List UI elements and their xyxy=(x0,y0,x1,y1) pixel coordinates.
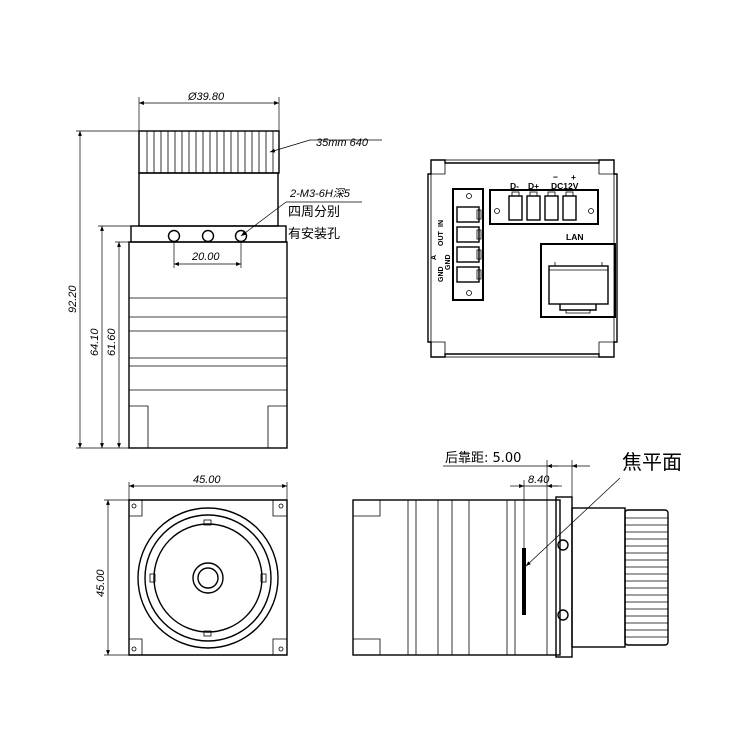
pin-io-a: A xyxy=(431,255,438,260)
pin-plus: + xyxy=(571,172,576,182)
body-foot xyxy=(129,405,287,448)
dim-hole-spacing: 20.00 xyxy=(191,251,220,263)
pin-dc12v: DC12V xyxy=(551,181,579,191)
pin-io-in: IN xyxy=(438,220,445,227)
front-mid-ring xyxy=(144,514,272,642)
back-view: D- D+ − + DC12V IN OUT GND A GND LAN xyxy=(427,159,618,358)
front-aperture-outer xyxy=(192,562,224,594)
dim-body-height-1: 64.10 xyxy=(89,328,101,356)
dim-front-height: 45.00 xyxy=(95,569,107,597)
camera-body xyxy=(128,241,288,449)
side-mount-plate xyxy=(555,496,573,658)
front-outer-ring xyxy=(137,507,279,649)
pin-d-minus: D- xyxy=(510,181,519,191)
mount-plate xyxy=(130,225,287,243)
focal-plane-marker xyxy=(522,548,526,615)
front-inner-ring xyxy=(153,523,263,633)
dim-lens-spec: 35mm 640 xyxy=(316,137,369,149)
dim-back-focus: 后靠距: 5.00 xyxy=(445,451,521,466)
dim-flange-offset: 8.40 xyxy=(528,474,550,486)
dim-front-width: 45.00 xyxy=(193,474,221,486)
lens-barrel xyxy=(138,172,279,227)
front-view: 45.00 45.00 xyxy=(95,474,288,656)
lens-knurl xyxy=(146,131,274,173)
focal-plane-label: 焦平面 xyxy=(622,450,682,474)
io-connector xyxy=(452,188,484,301)
mount-hole-left xyxy=(167,229,181,243)
pin-io-gnd-2: GND xyxy=(438,266,445,282)
pin-minus: − xyxy=(553,172,558,182)
lan-label: LAN xyxy=(566,232,583,242)
lens-ring xyxy=(138,130,280,174)
dim-total-height: 92.20 xyxy=(67,285,79,313)
pin-io-gnd-1: GND xyxy=(445,254,452,270)
side-lens-ring xyxy=(624,509,669,646)
dim-body-height-2: 61.60 xyxy=(106,328,118,356)
mount-hole-center xyxy=(201,229,215,243)
front-aperture-inner xyxy=(197,567,219,589)
side-view-vertical: Ø39.80 35mm 640 2-M3-6H深5 四周分别 有安装孔 20.0… xyxy=(67,91,382,449)
dim-hole-note-1: 四周分别 xyxy=(288,205,340,220)
side-view-horizontal: 后靠距: 5.00 8.40 焦平面 xyxy=(352,450,682,658)
lan-port xyxy=(540,243,616,318)
side-lens-barrel xyxy=(571,507,626,648)
power-connector xyxy=(489,189,599,225)
pin-d-plus: D+ xyxy=(528,181,539,191)
dim-lens-diameter: Ø39.80 xyxy=(187,91,225,103)
front-plate xyxy=(128,499,288,656)
side-body xyxy=(352,499,561,656)
pin-io-out: OUT xyxy=(438,231,445,247)
dim-hole-note-2: 有安装孔 xyxy=(288,227,340,242)
dim-hole-spec: 2-M3-6H深5 xyxy=(289,187,351,200)
